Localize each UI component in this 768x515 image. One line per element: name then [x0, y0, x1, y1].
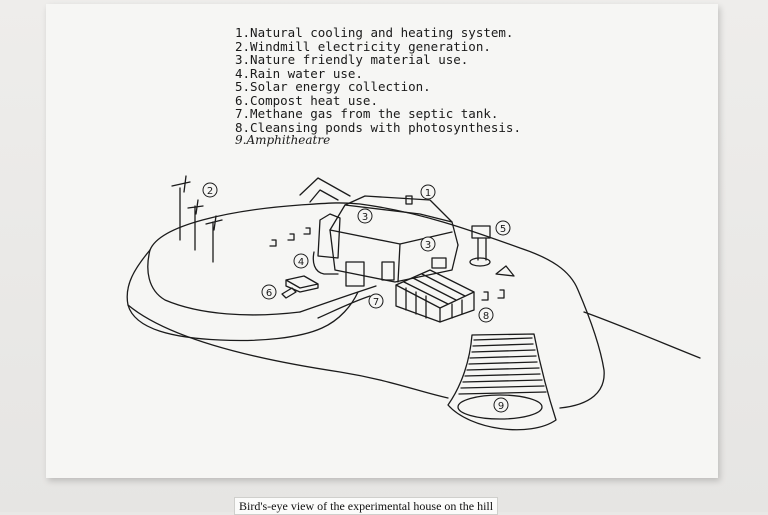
path-to-house [317, 295, 371, 319]
legend-item: 2.Windmill electricity generation. [235, 38, 491, 54]
callout-marker: 2 [202, 182, 218, 198]
pond-fixture [481, 289, 505, 301]
callout-marker: 5 [495, 220, 511, 236]
legend-item: 9.Amphitheatre [235, 133, 331, 147]
callout-marker: 3 [420, 236, 436, 252]
legend-item: 3.Nature friendly material use. [235, 52, 469, 67]
marker-number: 3 [362, 212, 368, 223]
feature-legend: 1.Natural cooling and heating system. 2.… [235, 26, 521, 148]
figure-caption: Bird's-eye view of the experimental hous… [234, 497, 499, 515]
road-behind [299, 177, 351, 203]
amphitheatre-drawing [447, 333, 557, 431]
marker-number: 9 [498, 401, 504, 412]
marker-number: 7 [373, 297, 379, 308]
legend-item: 8.Cleansing ponds with photosynthesis. [235, 119, 521, 135]
septic-fixture [281, 287, 297, 299]
marker-number: 1 [425, 188, 431, 199]
marker-number: 5 [500, 224, 506, 235]
windmill-drawing [171, 175, 223, 263]
callout-marker: 6 [261, 284, 277, 300]
greenhouse-drawing [395, 269, 475, 323]
callout-marker: 1 [420, 184, 436, 200]
hill-right-ridge [583, 311, 701, 359]
legend-item: 5.Solar energy collection. [235, 79, 431, 94]
path-to-house [299, 285, 377, 313]
legend-item: 4.Rain water use. [235, 65, 363, 81]
callout-marker: 8 [478, 307, 494, 323]
callout-marker: 3 [357, 208, 373, 224]
legend-item: 6.Compost heat use. [235, 92, 378, 108]
callout-marker: 7 [368, 293, 384, 309]
callout-marker: 9 [493, 397, 509, 413]
compost-box-drawing [285, 275, 319, 293]
hill-top-outline [149, 202, 605, 409]
marker-number: 4 [298, 257, 304, 268]
marker-number: 6 [266, 288, 272, 299]
marker-number: 8 [483, 311, 489, 322]
solar-collector-drawing [469, 225, 515, 277]
barn-house-drawing [312, 195, 459, 287]
rain-barrel-drawing [269, 227, 311, 247]
hill-left-slope [126, 249, 359, 342]
legend-item: 1.Natural cooling and heating system. [235, 25, 514, 40]
marker-number: 2 [207, 186, 213, 197]
marker-number: 3 [425, 240, 431, 251]
legend-item: 7.Methane gas from the septic tank. [235, 106, 499, 121]
hill-base-line [127, 304, 449, 399]
callout-markers: 1 2 3 3 4 5 6 7 [202, 182, 511, 413]
callout-marker: 4 [293, 253, 309, 269]
hill-inner-rim [147, 249, 301, 316]
